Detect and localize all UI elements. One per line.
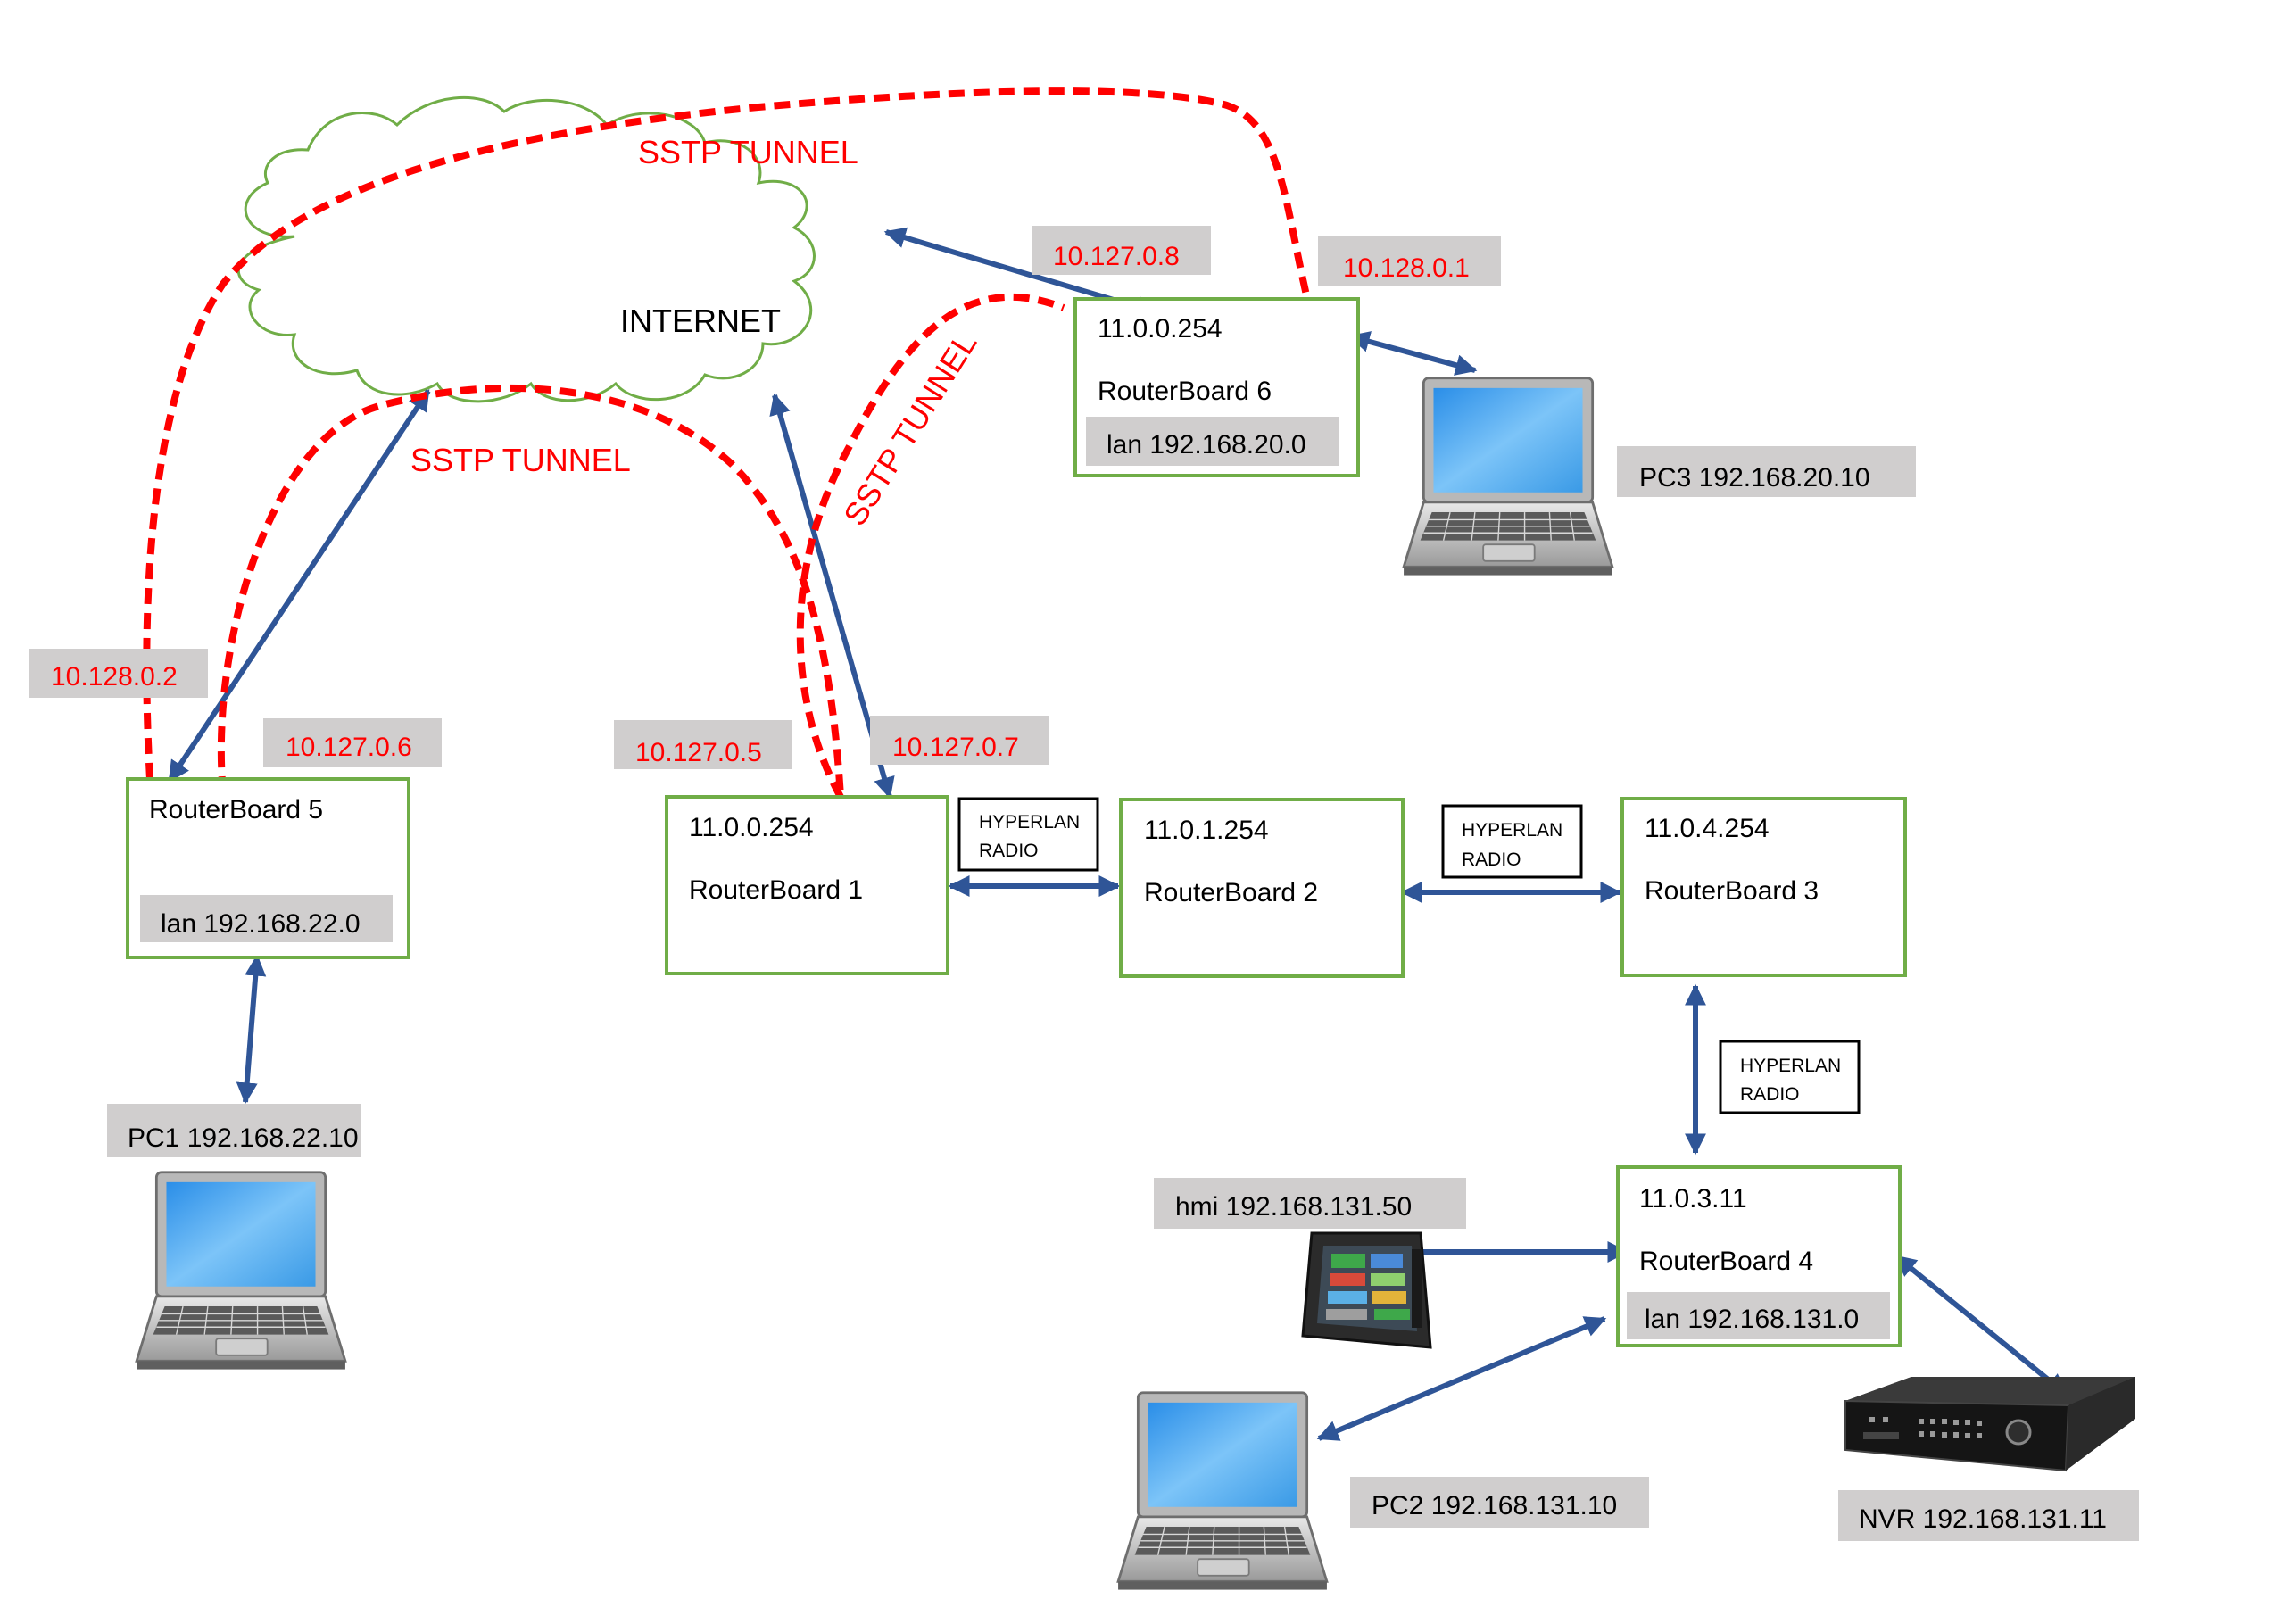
tunnel-ip-box [263,718,442,767]
device-label-box [1838,1490,2139,1541]
tunnel-ip-box [870,716,1049,765]
tunnel-rb5-rb6 [143,87,1315,780]
link-rb4-nvr [1894,1254,2068,1396]
router-lan-box [140,895,393,942]
radio-line1: HYPERLAN [1740,1056,1841,1076]
pc2-label: PC2 192.168.131.10 [1372,1491,1617,1520]
router-rb2: 11.0.1.254 RouterBoard 2 [1119,798,1405,978]
router-name: RouterBoard 2 [1144,878,1318,907]
physical-links [167,227,2068,1441]
router-name: RouterBoard 1 [689,875,863,905]
radio-line2: RADIO [1740,1084,1800,1105]
cloud-label: INTERNET [620,302,781,339]
router-name: RouterBoard 4 [1639,1247,1813,1276]
nvr-device [1844,1377,2135,1472]
router-name: RouterBoard 5 [149,795,323,824]
tunnel-ip-box [29,649,208,698]
link-rb6-pc3 [1347,331,1478,376]
pc3-label: PC3 192.168.20.10 [1639,463,1870,493]
nvr-label: NVR 192.168.131.11 [1859,1504,2107,1534]
radio-label-rb1-rb2: HYPERLAN RADIO [957,797,1099,872]
router-name: RouterBoard 3 [1645,876,1819,906]
tunnel-ip-labels: 10.128.0.2 10.127.0.6 10.127.0.5 10.127.… [29,226,1501,769]
router-ip: 11.0.1.254 [1144,816,1269,845]
router-lan-box [1086,417,1339,466]
radio-label-rb2-rb3: HYPERLAN RADIO [1441,804,1583,879]
router-ip: 11.0.0.254 [1098,314,1223,344]
link-rb5-internet [167,389,431,783]
tunnel-label-top: SSTP TUNNEL [638,134,858,170]
router-rb1: 11.0.0.254 RouterBoard 1 [665,795,949,975]
router-lan: lan 192.168.22.0 [161,909,361,939]
tunnel-label-middle: SSTP TUNNEL [410,442,631,478]
tunnel-ip-rb5-top: 10.128.0.2 [51,662,178,692]
cloud-icon [236,95,816,403]
device-label-box [107,1104,361,1157]
device-label-box [1154,1178,1466,1229]
router-lan-box [1627,1292,1890,1339]
laptop-icon [135,1171,347,1371]
device-labels: PC1 192.168.22.10 PC3 192.168.20.10 hmi … [107,446,2139,1541]
router-ip: 11.0.4.254 [1645,814,1770,843]
router-rb6: 11.0.0.254 RouterBoard 6 lan 192.168.20.… [1073,297,1360,477]
hmi-device [1301,1231,1432,1349]
radio-label-rb3-rb4: HYPERLAN RADIO [1719,1040,1861,1114]
router-rb4: 11.0.3.11 RouterBoard 4 lan 192.168.131.… [1616,1165,1902,1347]
internet-cloud: INTERNET [236,95,816,403]
pc3-device [1402,377,1614,577]
router-ip: 11.0.0.254 [689,813,814,842]
laptop-icon [1116,1391,1329,1592]
pc2-device [1116,1391,1329,1592]
tunnel-ip-box [614,720,792,769]
tunnel-ip-box [1032,226,1211,275]
router-name: RouterBoard 6 [1098,377,1272,406]
device-label-box [1350,1477,1649,1528]
pc1-label: PC1 192.168.22.10 [128,1123,359,1153]
tunnel-ip-box [1318,236,1501,286]
router-ip: 11.0.3.11 [1639,1184,1747,1214]
hmi-panel-icon [1301,1231,1432,1349]
device-label-box [1617,446,1916,497]
tunnel-ip-rb5-mid: 10.127.0.6 [286,733,412,762]
tunnel-ip-rb1-left: 10.127.0.5 [635,738,762,767]
link-rb4-pc2 [1316,1316,1607,1441]
tunnel-ip-rb6-left: 10.127.0.8 [1053,242,1180,271]
router-rb3: 11.0.4.254 RouterBoard 3 [1620,797,1907,977]
router-lan: lan 192.168.131.0 [1645,1305,1859,1334]
radio-line1: HYPERLAN [1462,820,1562,841]
tunnel-ip-rb1-right: 10.127.0.7 [892,733,1019,762]
router-lan: lan 192.168.20.0 [1107,430,1306,460]
router-rb5: RouterBoard 5 lan 192.168.22.0 [126,777,410,959]
tunnel-rb5-rb1 [217,384,844,798]
hmi-label: hmi 192.168.131.50 [1175,1192,1412,1222]
tunnel-rb1-rb6 [796,293,1065,799]
pc1-device [135,1171,347,1371]
radio-line1: HYPERLAN [979,812,1080,833]
laptop-icon [1402,377,1614,577]
radio-line2: RADIO [1462,849,1521,870]
link-rb5-pc1 [236,954,267,1105]
nvr-recorder-icon [1844,1377,2135,1472]
tunnel-ip-rb6-right: 10.128.0.1 [1343,253,1470,283]
radio-line2: RADIO [979,841,1039,861]
